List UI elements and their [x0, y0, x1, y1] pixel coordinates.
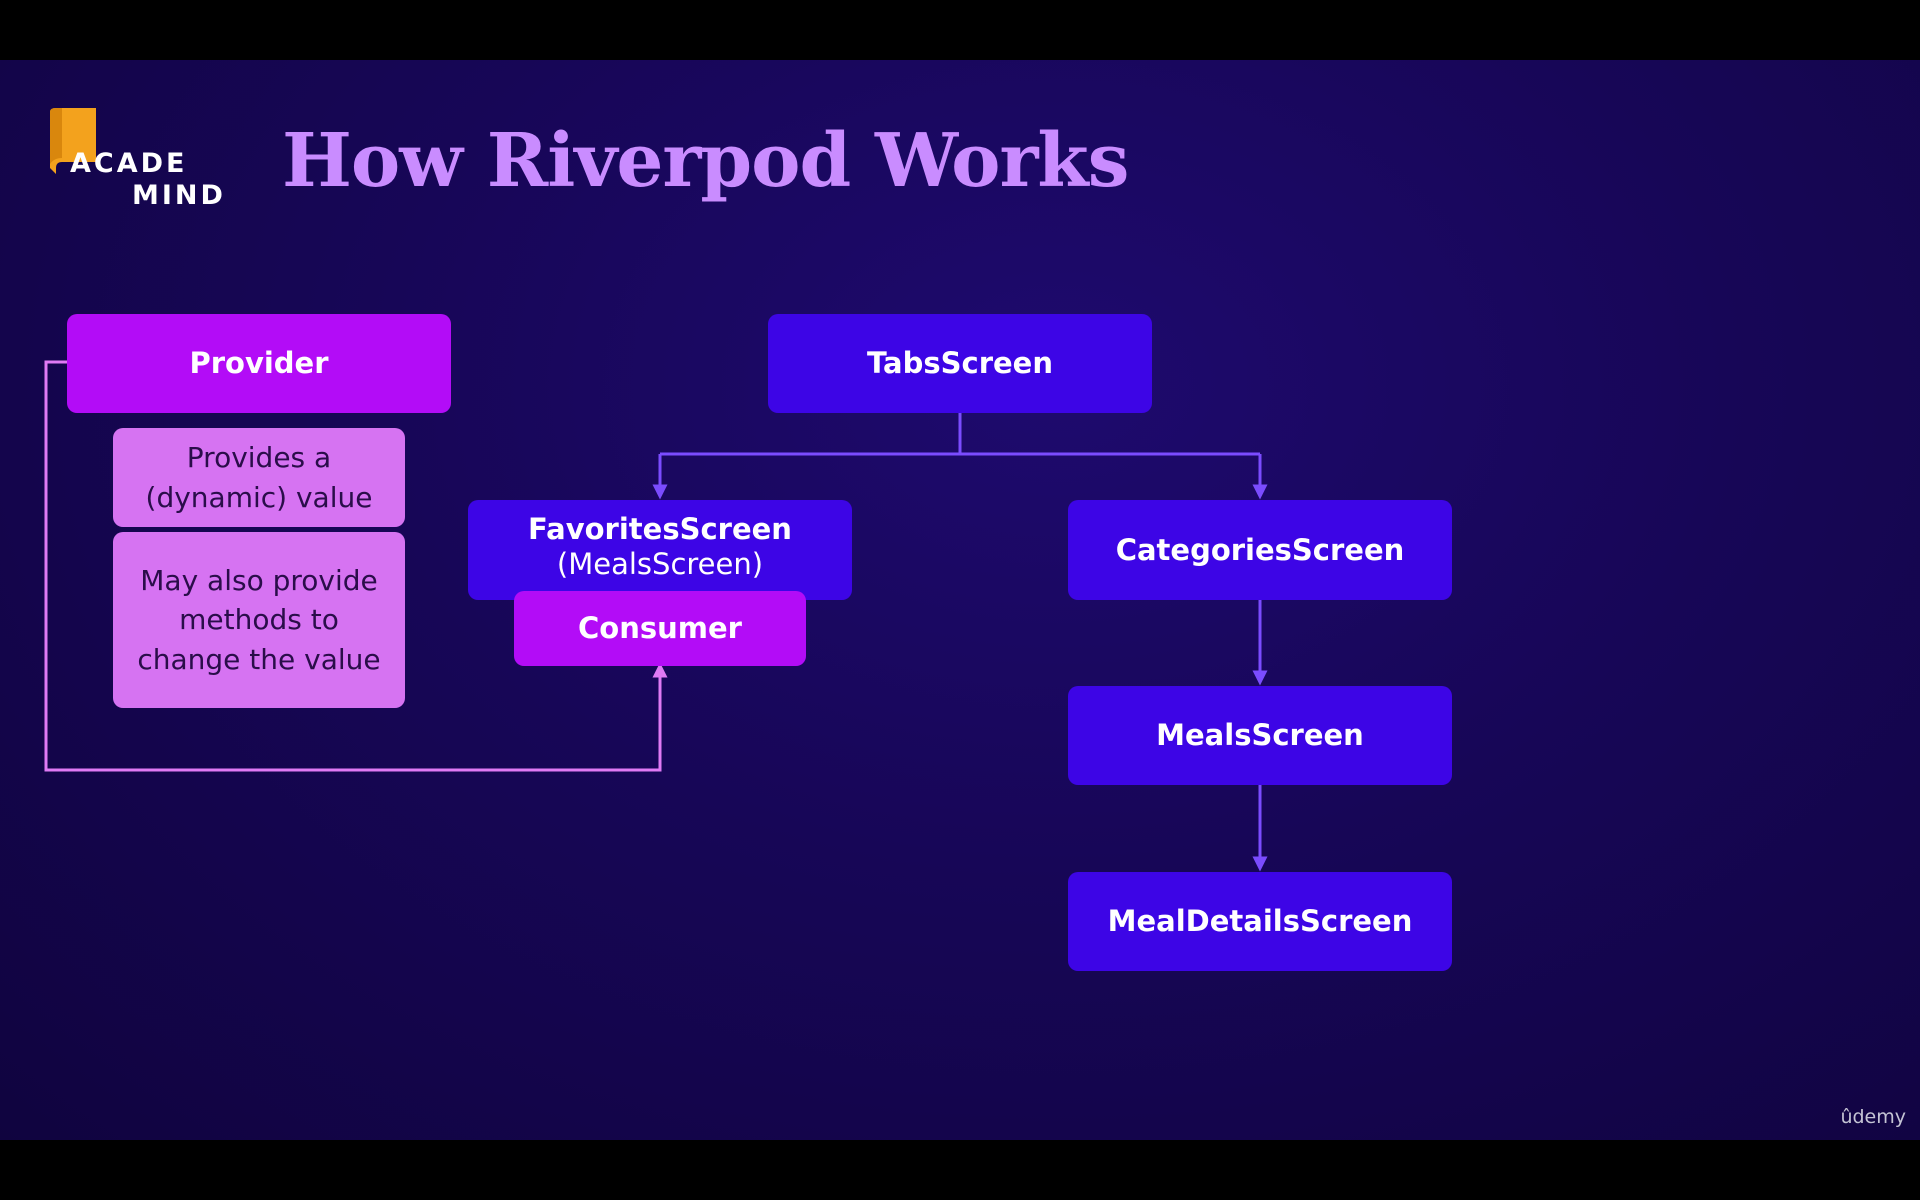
meals-screen-label: MealsScreen [1156, 718, 1364, 753]
consumer-box: Consumer [514, 591, 806, 666]
udemy-watermark: ûdemy [1840, 1106, 1906, 1128]
favorites-screen-sublabel: (MealsScreen) [556, 546, 764, 581]
provider-description-value: Provides a (dynamic) value [113, 428, 405, 527]
slide-title: How Riverpod Works [282, 118, 1129, 204]
slide: ACADE MIND How Riverpod Works Provider P… [0, 60, 1920, 1140]
favorites-screen-label: FavoritesScreen [528, 512, 792, 546]
academind-logo: ACADE MIND [48, 108, 228, 223]
provider-desc1-line1: Provides a [186, 441, 332, 475]
categories-screen-box: CategoriesScreen [1068, 500, 1452, 600]
meal-details-screen-box: MealDetailsScreen [1068, 872, 1452, 971]
arrow-provider-to-consumer [44, 360, 668, 772]
provider-desc1-line2: (dynamic) value [145, 480, 373, 514]
provider-box: Provider [67, 314, 451, 413]
tabs-screen-box: TabsScreen [768, 314, 1152, 413]
provider-desc2-line1: May also provide [140, 564, 378, 598]
logo-text-line1: ACADE [70, 148, 188, 179]
categories-screen-label: CategoriesScreen [1115, 532, 1405, 567]
favorites-screen-box: FavoritesScreen (MealsScreen) [468, 500, 852, 600]
consumer-label: Consumer [578, 611, 742, 646]
logo-text-line2: MIND [132, 180, 226, 211]
provider-label: Provider [189, 346, 329, 381]
provider-desc2-line2: methods to [179, 603, 339, 637]
provider-desc2-line3: change the value [137, 642, 381, 676]
meal-details-screen-label: MealDetailsScreen [1107, 904, 1413, 939]
tabs-screen-label: TabsScreen [867, 346, 1053, 381]
diagram-connectors [44, 360, 1268, 872]
top-letterbox [0, 0, 1920, 60]
provider-description-methods: May also provide methods to change the v… [113, 532, 405, 708]
bottom-letterbox [0, 1140, 1920, 1200]
book-icon [50, 108, 96, 174]
meals-screen-box: MealsScreen [1068, 686, 1452, 785]
